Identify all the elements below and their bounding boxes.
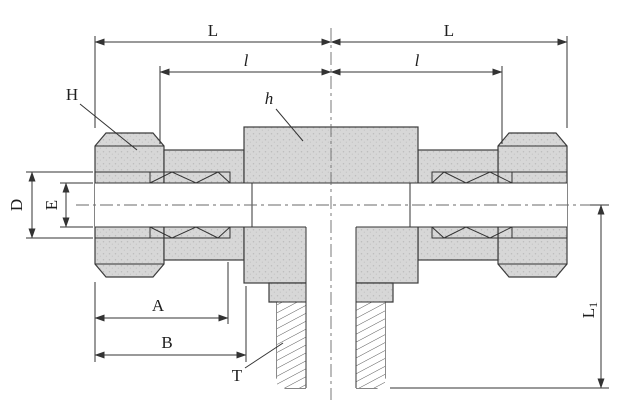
label-E: E: [42, 200, 61, 210]
label-B: B: [161, 333, 172, 352]
branch-thread-left: [277, 302, 306, 388]
label-L-right: L: [444, 21, 454, 40]
label-T: T: [232, 366, 243, 385]
dimensions: [26, 36, 609, 389]
label-L1: L1: [579, 302, 600, 318]
branch: [268, 282, 394, 389]
label-D: D: [7, 199, 26, 211]
centerlines: [76, 28, 592, 400]
leader-H: [79, 103, 138, 151]
label-L-left: L: [208, 21, 218, 40]
label-H: H: [66, 85, 78, 104]
label-l-left: l: [244, 51, 249, 70]
label-h: h: [265, 89, 274, 108]
leader-h: [275, 108, 304, 142]
label-L1-subscript: 1: [586, 302, 600, 308]
left-ferrules: [149, 171, 231, 239]
dimension-labels: L L l l H h D E A B T L1: [7, 21, 600, 385]
right-ferrules: [431, 171, 513, 239]
label-l-right: l: [415, 51, 420, 70]
branch-thread-right: [356, 302, 385, 388]
label-A: A: [152, 296, 165, 315]
leader-T: [244, 342, 284, 369]
label-L1-main: L: [579, 308, 598, 318]
fitting-section-view: [94, 126, 568, 390]
